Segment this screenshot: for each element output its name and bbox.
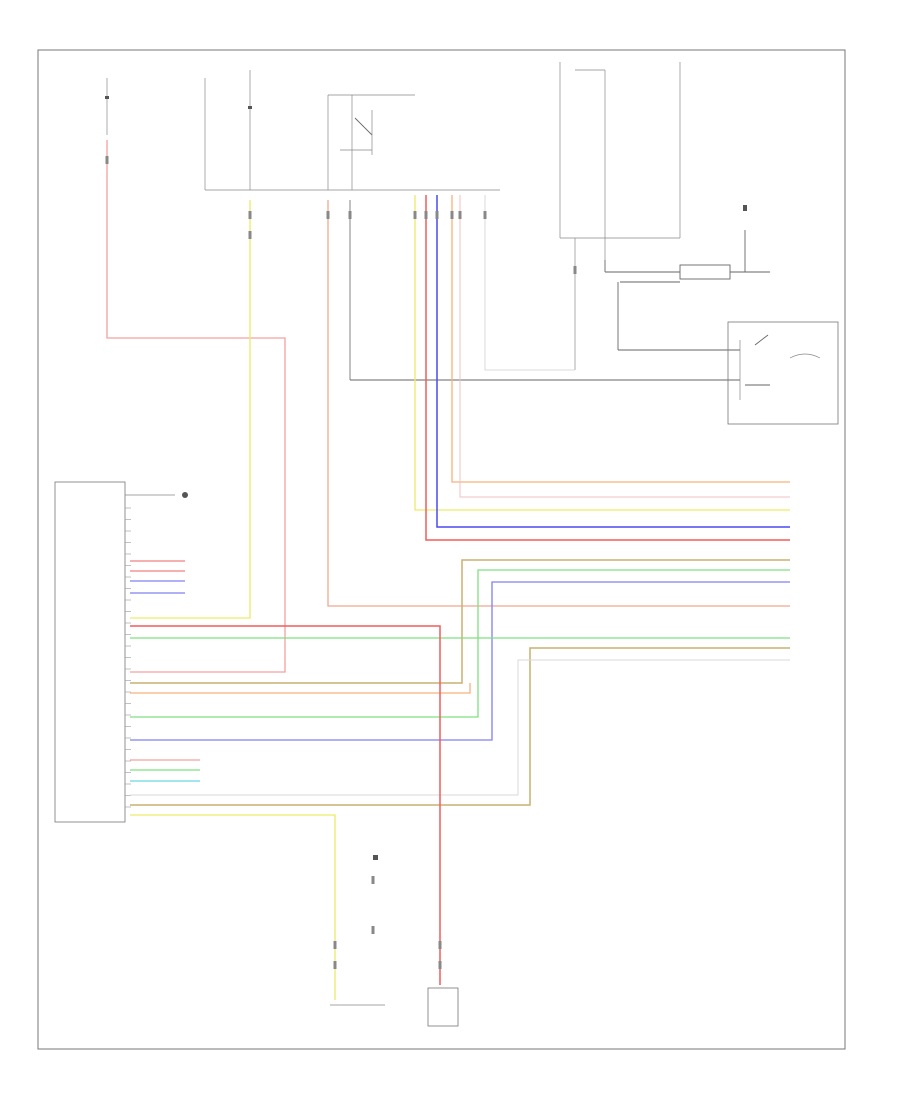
connector-mark-17 bbox=[371, 926, 375, 934]
wire-yellow-bottom bbox=[130, 814, 336, 1000]
connector-mark-13 bbox=[438, 961, 442, 969]
wire-red-power-feed bbox=[106, 140, 286, 673]
wire-pink-bus bbox=[459, 195, 790, 498]
wire-blue-right bbox=[130, 581, 790, 741]
connector-mark-4 bbox=[348, 211, 352, 219]
connector-mark-12 bbox=[438, 941, 442, 949]
wire-red-solenoid bbox=[130, 625, 441, 985]
wire-green-right bbox=[130, 569, 790, 718]
connector-mark-6 bbox=[424, 211, 428, 219]
connector-mark-9 bbox=[458, 211, 462, 219]
wire-layer bbox=[106, 140, 790, 1000]
fuse-relay-area bbox=[105, 70, 500, 191]
wire-blue-bus bbox=[436, 195, 790, 528]
wire-orange-pcm bbox=[130, 683, 471, 694]
starter-relay-box bbox=[727, 321, 839, 425]
connector-mark-5 bbox=[413, 211, 417, 219]
wire-orange-bus bbox=[451, 195, 790, 483]
wire-gray-bus bbox=[484, 195, 575, 371]
bottom-components bbox=[330, 855, 459, 1027]
shift-lock-solenoid-box bbox=[427, 987, 459, 1027]
wire-yellow-bus bbox=[414, 195, 790, 511]
connector-mark-11 bbox=[573, 266, 577, 274]
wire-olive-shift bbox=[130, 647, 790, 806]
connector-mark-1 bbox=[248, 211, 252, 219]
wire-gray-shift bbox=[130, 659, 790, 796]
connector-mark-16 bbox=[371, 876, 375, 884]
wire-red-bus bbox=[425, 195, 790, 541]
connector-mark-10 bbox=[483, 211, 487, 219]
wire-olive-right bbox=[130, 559, 790, 684]
underhood-fuse-box bbox=[350, 62, 839, 425]
wire-orange-relay bbox=[327, 200, 790, 607]
connector-mark-0 bbox=[105, 156, 109, 164]
connector-marks bbox=[105, 156, 577, 969]
connector-mark-7 bbox=[435, 211, 439, 219]
diagram-frame bbox=[37, 49, 846, 1050]
pcm-box bbox=[54, 481, 126, 823]
connector-mark-14 bbox=[333, 941, 337, 949]
connector-mark-2 bbox=[248, 231, 252, 239]
connector-mark-15 bbox=[333, 961, 337, 969]
connector-mark-3 bbox=[326, 211, 330, 219]
pcm-block bbox=[54, 481, 188, 823]
wire-yellow-feed bbox=[130, 200, 251, 619]
connector-mark-8 bbox=[450, 211, 454, 219]
